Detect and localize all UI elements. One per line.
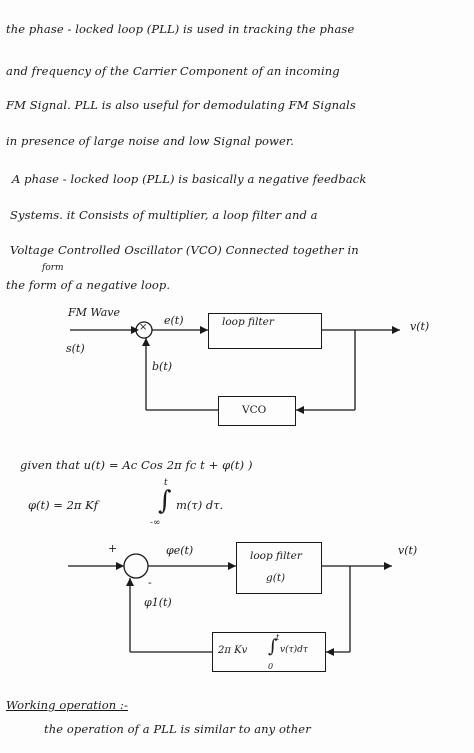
input-signal-label: s(t) — [66, 342, 85, 355]
integrand: m(τ) dτ. — [176, 498, 224, 512]
text-line: in presence of large noise and low Signa… — [6, 134, 294, 148]
plus-sign: + — [108, 542, 118, 555]
working-heading: Working operation :- — [6, 698, 129, 712]
phase-error-label: φe(t) — [166, 544, 194, 557]
text-line: Voltage Controlled Oscillator (VCO) Conn… — [10, 243, 359, 257]
feedback-signal-label: b(t) — [152, 360, 173, 373]
equation-phi: φ(t) = 2π Kf — [28, 498, 98, 512]
text-line: FM Signal. PLL is also useful for demodu… — [6, 98, 356, 112]
integrator-integrand: v(τ)dτ — [280, 645, 308, 655]
loop-filter-label: loop filter — [222, 316, 274, 328]
feedback-phase-label: φ1(t) — [144, 596, 172, 609]
fm-wave-label: FM Wave — [68, 306, 121, 319]
text-line: the form of a negative loop. — [6, 278, 171, 292]
integrator-lower-limit: 0 — [268, 662, 274, 671]
integral-lower-limit: -∞ — [150, 518, 161, 528]
error-signal-label: e(t) — [164, 314, 184, 327]
text-line: A phase - locked loop (PLL) is basically… — [12, 172, 367, 186]
integrator-block — [212, 632, 326, 672]
inserted-word: form — [42, 263, 64, 273]
equation-given: given that u(t) = Ac Cos 2π fc t + φ(t) … — [20, 458, 253, 472]
integrator-upper-limit: t — [276, 633, 280, 642]
text-line: the phase - locked loop (PLL) is used in… — [6, 22, 355, 36]
integral-sign: ∫ — [158, 486, 172, 516]
working-text: the operation of a PLL is similar to any… — [44, 722, 311, 736]
output-signal-label-2: v(t) — [398, 544, 418, 557]
integrator-gain: 2π Kv — [218, 645, 248, 656]
loop-filter-block — [208, 313, 322, 349]
loop-filter-block-2 — [236, 542, 322, 594]
multiplier-symbol: × — [139, 322, 148, 333]
integrator-integral-sign: ∫ — [268, 636, 278, 657]
output-signal-label: v(t) — [410, 320, 430, 333]
text-line: Systems. it Consists of multiplier, a lo… — [10, 208, 318, 222]
text-line: and frequency of the Carrier Component o… — [6, 64, 340, 78]
integral-upper-limit: t — [164, 478, 168, 488]
filter-impulse-label: g(t) — [266, 572, 286, 584]
vco-label: VCO — [242, 404, 267, 416]
minus-sign: - — [148, 576, 152, 589]
vco-block — [218, 396, 296, 426]
loop-filter-label-2: loop filter — [250, 550, 302, 562]
